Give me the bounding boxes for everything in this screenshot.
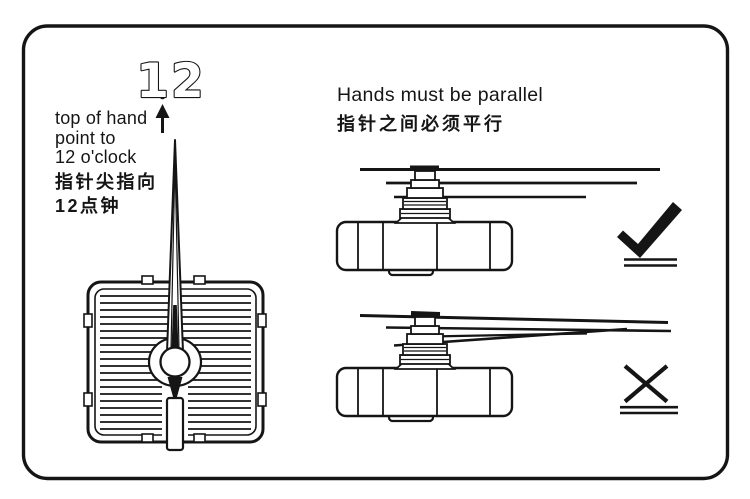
hub-stem bbox=[167, 377, 183, 404]
clock-12-label: 12 bbox=[136, 54, 205, 109]
side-view-movement-parallel bbox=[335, 165, 660, 277]
note-chinese: 指针尖指向 12点钟 bbox=[55, 172, 158, 216]
case-notches bbox=[83, 275, 267, 443]
x-icon bbox=[620, 364, 678, 415]
second-hand-cap bbox=[410, 165, 439, 171]
parallel-heading-english: Hands must be parallel bbox=[337, 84, 544, 106]
hand-hub bbox=[159, 346, 191, 378]
front-view-movement bbox=[83, 139, 267, 452]
parallel-heading-chinese: 指针之间必须平行 bbox=[337, 114, 505, 134]
sheet-border bbox=[21, 24, 730, 481]
second-hand-cap-tilted bbox=[410, 310, 441, 318]
parallel-hand-lines bbox=[360, 168, 660, 199]
up-arrow-icon bbox=[155, 93, 170, 133]
note-english: top of hand point to 12 o'clock bbox=[55, 108, 148, 167]
side-view-movement-tilted bbox=[335, 310, 672, 423]
hour-hand-shadow bbox=[171, 305, 179, 350]
pendulum-hanger bbox=[165, 396, 185, 452]
check-icon bbox=[617, 202, 682, 267]
twelve-dot bbox=[159, 93, 166, 100]
